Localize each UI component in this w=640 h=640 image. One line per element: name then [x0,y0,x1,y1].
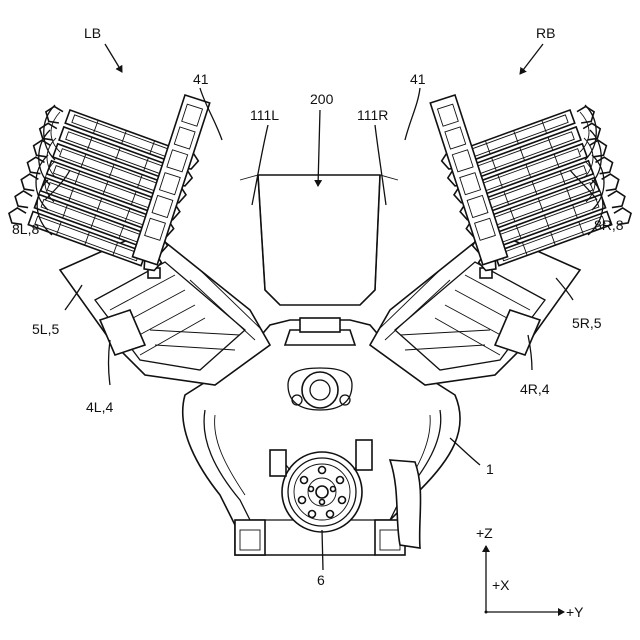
axis-label-z: +Z [476,525,493,541]
label-8l: 8L,8 [12,221,39,237]
label-1: 1 [486,461,494,477]
label-5l: 5L,5 [32,321,59,337]
valley-intake [240,175,398,305]
label-4r: 4R,4 [520,381,550,397]
label-200: 200 [310,91,334,107]
axis-label-x: +X [492,577,510,593]
right-bank [370,95,634,385]
label-lb: LB [84,25,101,41]
label-5r: 5R,5 [572,315,602,331]
label-6: 6 [317,572,325,588]
coordinate-axes: +Z +X +Y [476,525,584,620]
label-4l: 4L,4 [86,399,113,415]
label-rb: RB [536,25,555,41]
axis-label-y: +Y [566,604,584,620]
label-8r: 8R,8 [594,217,624,233]
label-41-left: 41 [193,71,209,87]
label-111l: 111L [250,107,279,123]
label-111r: 111R [357,107,388,123]
left-bank [6,95,270,385]
label-41-right: 41 [410,71,426,87]
